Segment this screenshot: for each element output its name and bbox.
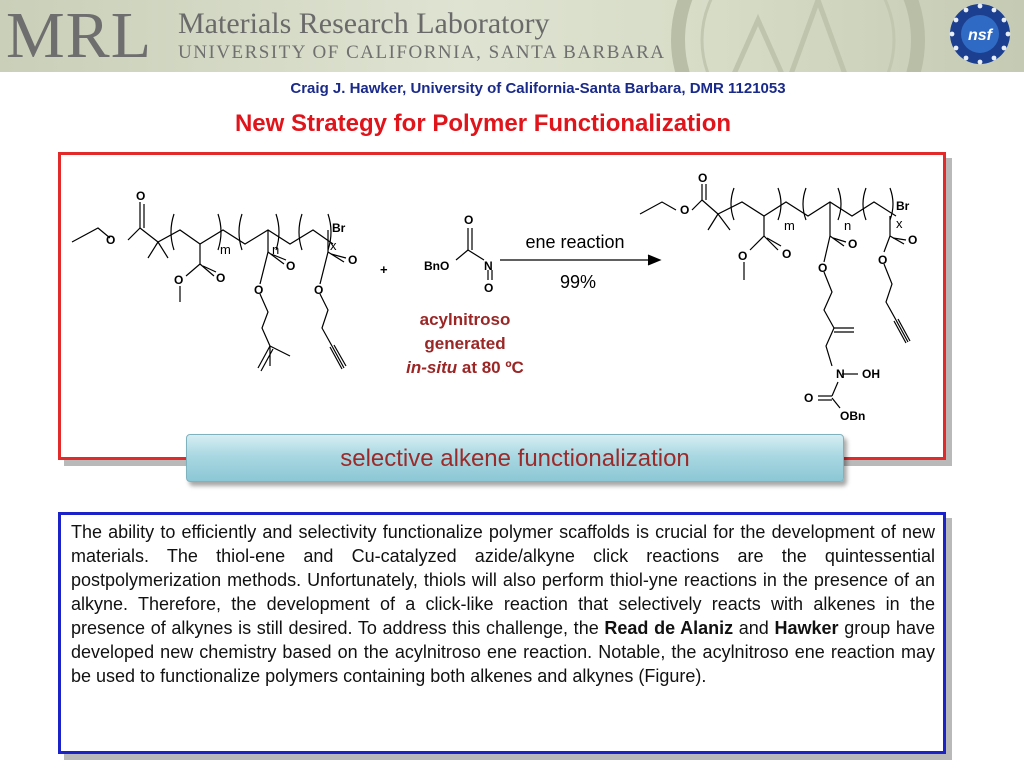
atom-o-nitroso: O <box>484 281 493 295</box>
atom-o-carbamate: O <box>804 391 813 405</box>
reaction-scheme: O O O O O O O O Br m n x + O BnO N O O O… <box>71 171 917 423</box>
atom-o-ester3-link-product: O <box>878 253 887 267</box>
atom-o-ester1-product: O <box>782 247 791 261</box>
atom-o-methoxy-product: O <box>738 249 747 263</box>
header-banner: MRL Materials Research Laboratory UNIVER… <box>0 0 1024 72</box>
reagent-caption-line1: acylnitroso <box>419 310 511 329</box>
reagent-caption-temp: at 80 ºC <box>457 358 524 377</box>
atom-br: Br <box>332 221 346 235</box>
atom-o-ester3-link: O <box>314 283 323 297</box>
atom-br-product: Br <box>896 199 910 213</box>
nsf-logo-icon: nsf <box>949 3 1011 65</box>
subscript-m-product: m <box>784 218 795 233</box>
reaction-condition: ene reaction <box>525 232 624 252</box>
atom-o-ester2-product: O <box>848 237 857 251</box>
reagent-caption-line2: generated <box>424 334 506 353</box>
subscript-x: x <box>330 238 337 253</box>
author-line: Craig J. Hawker, University of Californi… <box>290 80 786 97</box>
subscript-n: n <box>272 242 279 257</box>
atom-o-ester2-link-product: O <box>818 261 827 275</box>
figure-frame <box>58 152 946 460</box>
banner-subtitle: UNIVERSITY OF CALIFORNIA, SANTA BARBARA <box>178 42 666 63</box>
plus-sign: + <box>380 262 388 277</box>
reaction-yield: 99% <box>560 272 596 292</box>
atom-o-ester2: O <box>286 259 295 273</box>
atom-o-methoxy: O <box>174 273 183 287</box>
svg-text:nsf: nsf <box>968 27 994 44</box>
group-name-hawker: Hawker <box>774 618 839 638</box>
reagent-caption-italic: in-situ <box>406 358 458 377</box>
group-name-read-de-alaniz: Read de Alaniz <box>604 618 734 638</box>
subscript-n-product: n <box>844 218 851 233</box>
atom-o-ether: O <box>106 233 115 247</box>
description-box: The ability to efficiently and selectivi… <box>58 512 946 754</box>
reagent-caption: acylnitroso generated in-situ at 80 ºC <box>380 308 550 380</box>
uc-seal-watermark <box>671 0 925 72</box>
atom-bno: BnO <box>424 259 449 273</box>
atom-oh-product: OH <box>862 367 880 381</box>
atom-o-carbonyl: O <box>136 189 145 203</box>
atom-n-product: N <box>836 367 845 381</box>
atom-o-ester3-product: O <box>908 233 917 247</box>
atom-o-reagent: O <box>464 213 473 227</box>
atom-obn-product: OBn <box>840 409 865 423</box>
reagent-caption-line3: in-situ at 80 ºC <box>380 356 550 380</box>
caption-banner: selective alkene functionalization <box>186 434 844 482</box>
banner-title: Materials Research Laboratory <box>178 7 550 40</box>
atom-o-ether-product: O <box>680 203 689 217</box>
atom-o-ester1: O <box>216 271 225 285</box>
atom-n-reagent: N <box>484 259 493 273</box>
atom-o-carbonyl-product: O <box>698 171 707 185</box>
subscript-x-product: x <box>896 216 903 231</box>
atom-o-ester3: O <box>348 253 357 267</box>
subscript-m: m <box>220 242 231 257</box>
atom-o-ester2-link: O <box>254 283 263 297</box>
page-title: New Strategy for Polymer Functionalizati… <box>234 110 732 137</box>
mrl-logo: MRL <box>6 0 153 72</box>
description-text: The ability to efficiently and selectivi… <box>71 522 935 686</box>
